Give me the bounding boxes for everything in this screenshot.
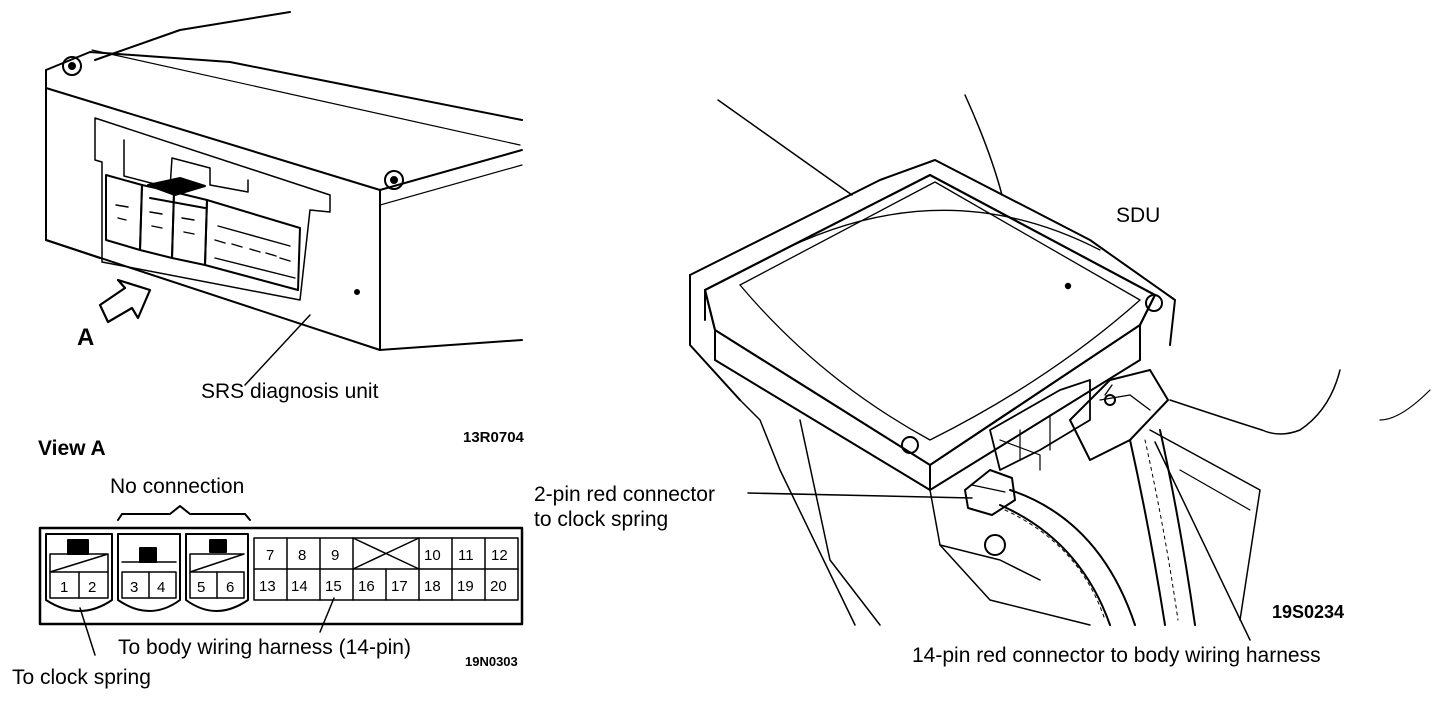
pin-7: 7 [266,547,275,564]
two-pin-connector-label-line2: to clock spring [534,508,669,531]
figure-code-19s0234: 19S0234 [1272,602,1345,622]
figure-code-19n0303: 19N0303 [465,654,518,669]
srs-diagnosis-unit-label: SRS diagnosis unit [201,380,379,403]
pin-18: 18 [424,578,441,595]
no-connection-label: No connection [110,475,245,498]
pin-15: 15 [325,578,342,595]
pin-11: 11 [458,547,474,564]
sdu-label: SDU [1116,204,1161,227]
srs-diagnosis-unit-drawing [45,11,523,386]
pin-19: 19 [457,578,474,595]
pin-10: 10 [424,547,441,564]
pin-9: 9 [331,547,340,564]
pin-16: 16 [358,578,375,595]
view-a-title: View A [38,437,106,460]
pin-12: 12 [491,547,508,564]
pin-14: 14 [291,578,308,595]
pin-13: 13 [259,578,276,595]
pin-1: 1 [60,579,69,596]
body-harness-connector-grid [253,537,519,601]
pin-8: 8 [298,547,307,564]
pin-5: 5 [197,579,206,596]
pin-6: 6 [226,579,235,596]
view-arrow-label-a: A [77,324,95,351]
pin-3: 3 [130,579,139,596]
no-connection-connector-right-outline [185,533,249,612]
pin-2: 2 [88,579,97,596]
clock-spring-connector-outline [45,533,113,612]
pin-20: 20 [490,578,507,595]
fourteen-pin-connector-label: 14-pin red connector to body wiring harn… [912,644,1321,667]
two-pin-connector-label-line1: 2-pin red connector [534,483,715,506]
pin-4: 4 [157,579,166,596]
view-a-connector-face [38,505,524,656]
sdu-installed-drawing [689,94,1431,641]
body-wiring-harness-label: To body wiring harness (14-pin) [118,636,411,659]
clock-spring-label: To clock spring [12,666,151,689]
pin-17: 17 [391,578,408,595]
no-connection-connector-left-outline [117,533,181,612]
figure-code-13r0704: 13R0704 [463,429,524,446]
